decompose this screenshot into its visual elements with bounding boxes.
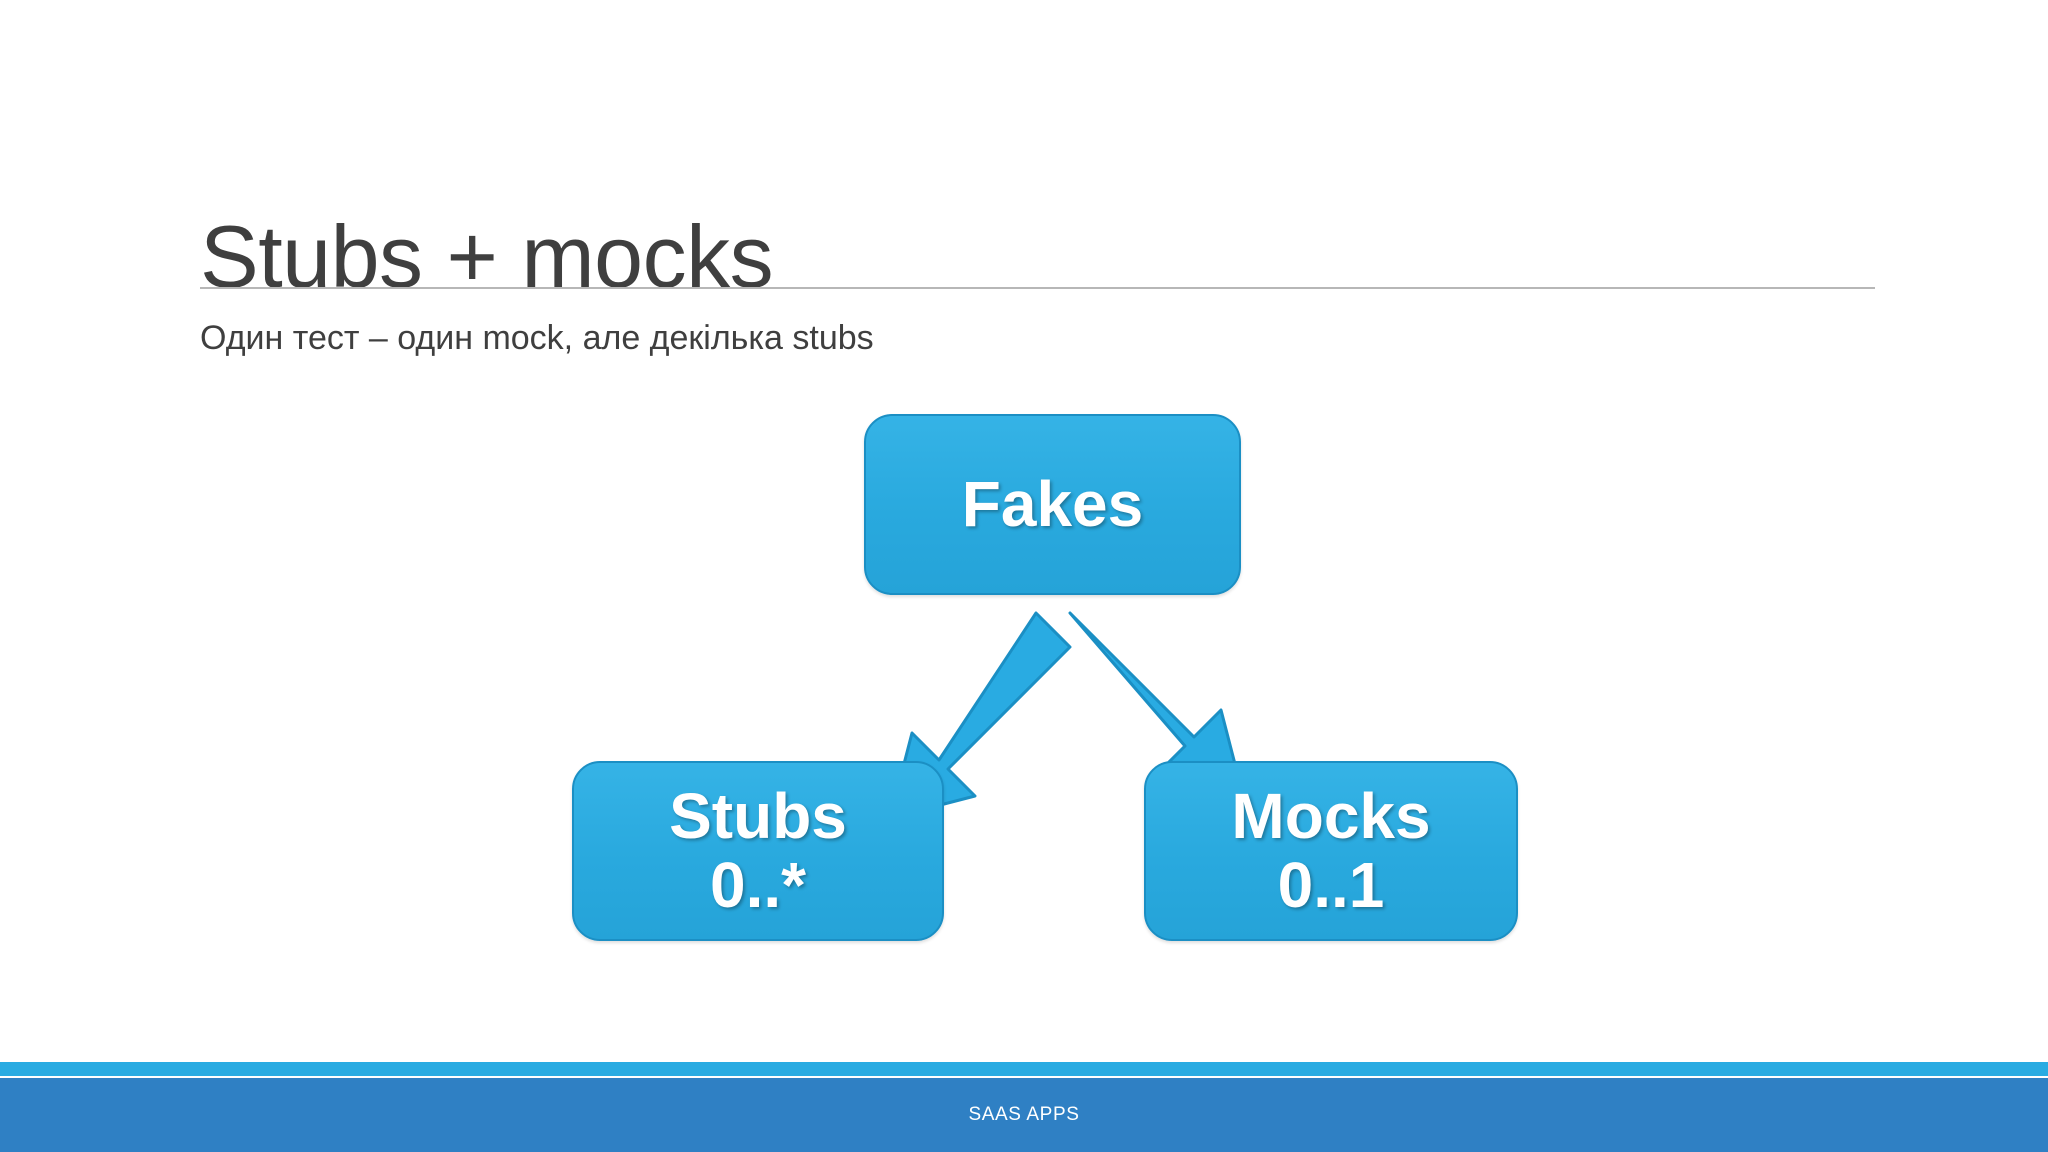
diagram-node-stubs-label: Stubs: [669, 779, 847, 852]
footer-label: SAAS APPS: [968, 1104, 1080, 1125]
footer-accent-strip: [0, 1062, 2048, 1076]
diagram-node-mocks[interactable]: Mocks 0..1: [1144, 761, 1518, 941]
footer-bar: SAAS APPS: [0, 1078, 2048, 1152]
diagram-node-fakes-label: Fakes: [961, 467, 1144, 540]
diagram-node-fakes[interactable]: Fakes: [864, 414, 1241, 595]
diagram-node-mocks-label: Mocks: [1231, 779, 1431, 852]
subtitle-text: Один тест – один mock, але декілька stub…: [200, 319, 874, 357]
title-divider: [200, 287, 1875, 289]
diagram-node-stubs[interactable]: Stubs 0..*: [572, 761, 944, 941]
diagram-node-mocks-multiplicity: 0..1: [1277, 849, 1385, 921]
diagram-node-stubs-multiplicity: 0..*: [709, 849, 807, 921]
